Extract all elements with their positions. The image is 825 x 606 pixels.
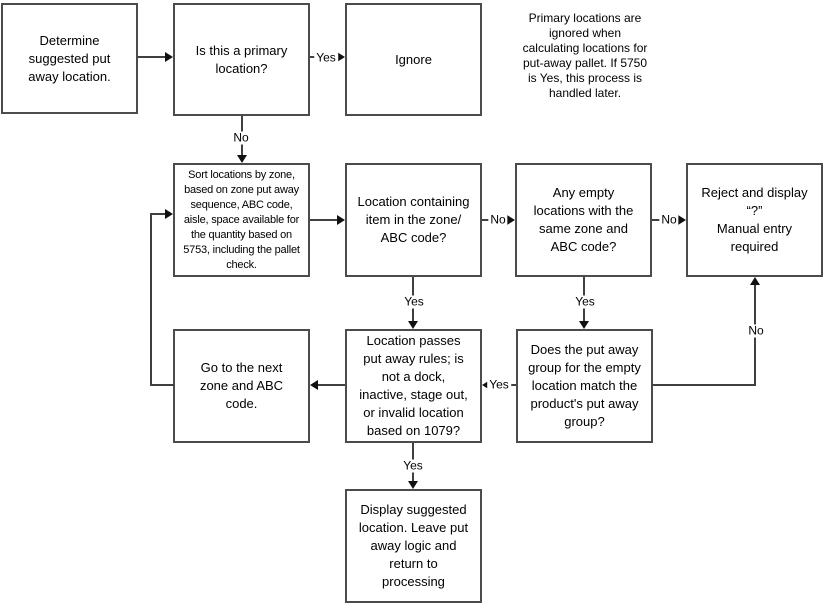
edge-label-empty-yes: Yes	[573, 294, 597, 309]
node-sort-locations: Sort locations by zone, based on zone pu…	[173, 163, 310, 277]
edge-label-primary-no: No	[231, 130, 251, 145]
arrow-loop-into-sort	[151, 213, 167, 215]
arrow-determine-to-primary	[138, 56, 167, 58]
node-passes-put-away-rules: Location passes put away rules; is not a…	[345, 329, 482, 443]
arrowhead-into-passes-right	[482, 380, 490, 390]
node-put-away-group-match: Does the put away group for the empty lo…	[516, 329, 653, 443]
edge-label-group-no: No	[746, 323, 766, 338]
arrowhead-into-primary	[165, 52, 173, 62]
arrowhead-into-ignore	[337, 52, 345, 62]
annotation-primary-locations-note: Primary locations are ignored when calcu…	[522, 11, 648, 100]
node-any-empty-locations: Any empty locations with the same zone a…	[515, 163, 652, 277]
node-ignore: Ignore	[345, 3, 482, 116]
edge-label-passes-yes: Yes	[401, 458, 425, 473]
edge-label-empty-no: No	[659, 212, 679, 227]
arrow-sort-to-containing	[310, 219, 339, 221]
arrowhead-into-sort-left	[165, 209, 173, 219]
node-go-next-zone: Go to the next zone and ABC code.	[173, 329, 310, 443]
node-determine-put-away: Determine suggested put away location.	[1, 3, 138, 114]
arrowhead-into-empty	[507, 215, 515, 225]
arrowhead-into-gonext	[310, 380, 318, 390]
arrowhead-into-group-top	[579, 321, 589, 329]
arrowhead-into-display	[408, 481, 418, 489]
arrow-group-no-horizontal	[652, 384, 756, 386]
edge-label-group-yes: Yes	[487, 377, 511, 392]
edge-label-primary-yes: Yes	[314, 50, 338, 65]
loop-gonext-vertical	[150, 213, 152, 386]
arrowhead-into-reject-bottom	[750, 277, 760, 285]
arrowhead-into-containing	[337, 215, 345, 225]
edge-label-containing-yes: Yes	[402, 294, 426, 309]
edge-label-containing-no: No	[488, 212, 508, 227]
arrowhead-into-passes-top	[408, 321, 418, 329]
node-location-containing-item: Location containing item in the zone/ AB…	[345, 163, 482, 277]
loop-gonext-horizontal	[151, 384, 174, 386]
arrowhead-into-sort-top	[237, 155, 247, 163]
node-is-primary-location: Is this a primary location?	[173, 3, 310, 116]
node-display-suggested-location: Display suggested location. Leave put aw…	[345, 489, 482, 603]
arrow-passes-to-gonext	[317, 384, 345, 386]
arrowhead-into-reject-left	[678, 215, 686, 225]
node-reject-manual-entry: Reject and display “?” Manual entry requ…	[686, 163, 823, 277]
